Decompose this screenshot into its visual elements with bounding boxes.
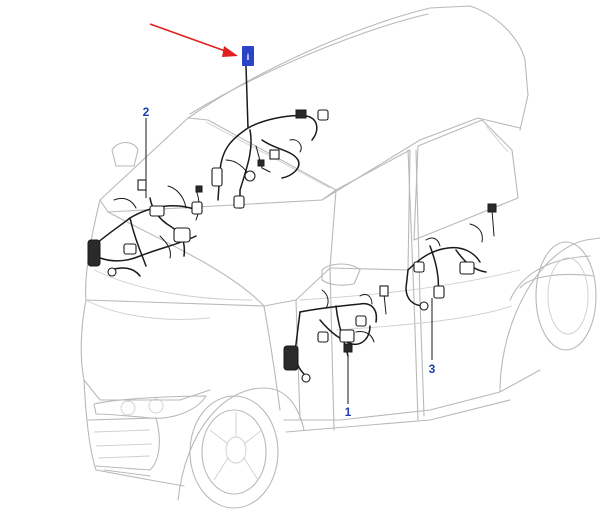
callout-2[interactable]: 2 — [143, 105, 150, 119]
dashboard-harness — [87, 179, 203, 277]
roof-harness — [211, 65, 329, 209]
svg-text:i: i — [247, 52, 250, 62]
callout-1[interactable]: 1 — [345, 405, 352, 419]
pointer-arrow — [149, 23, 238, 57]
callout-3[interactable]: 3 — [429, 362, 436, 376]
vehicle-body — [80, 5, 600, 509]
roof-harness-badge[interactable]: i — [242, 46, 254, 66]
front-door-harness — [283, 285, 389, 383]
rear-door-harness — [405, 203, 497, 311]
